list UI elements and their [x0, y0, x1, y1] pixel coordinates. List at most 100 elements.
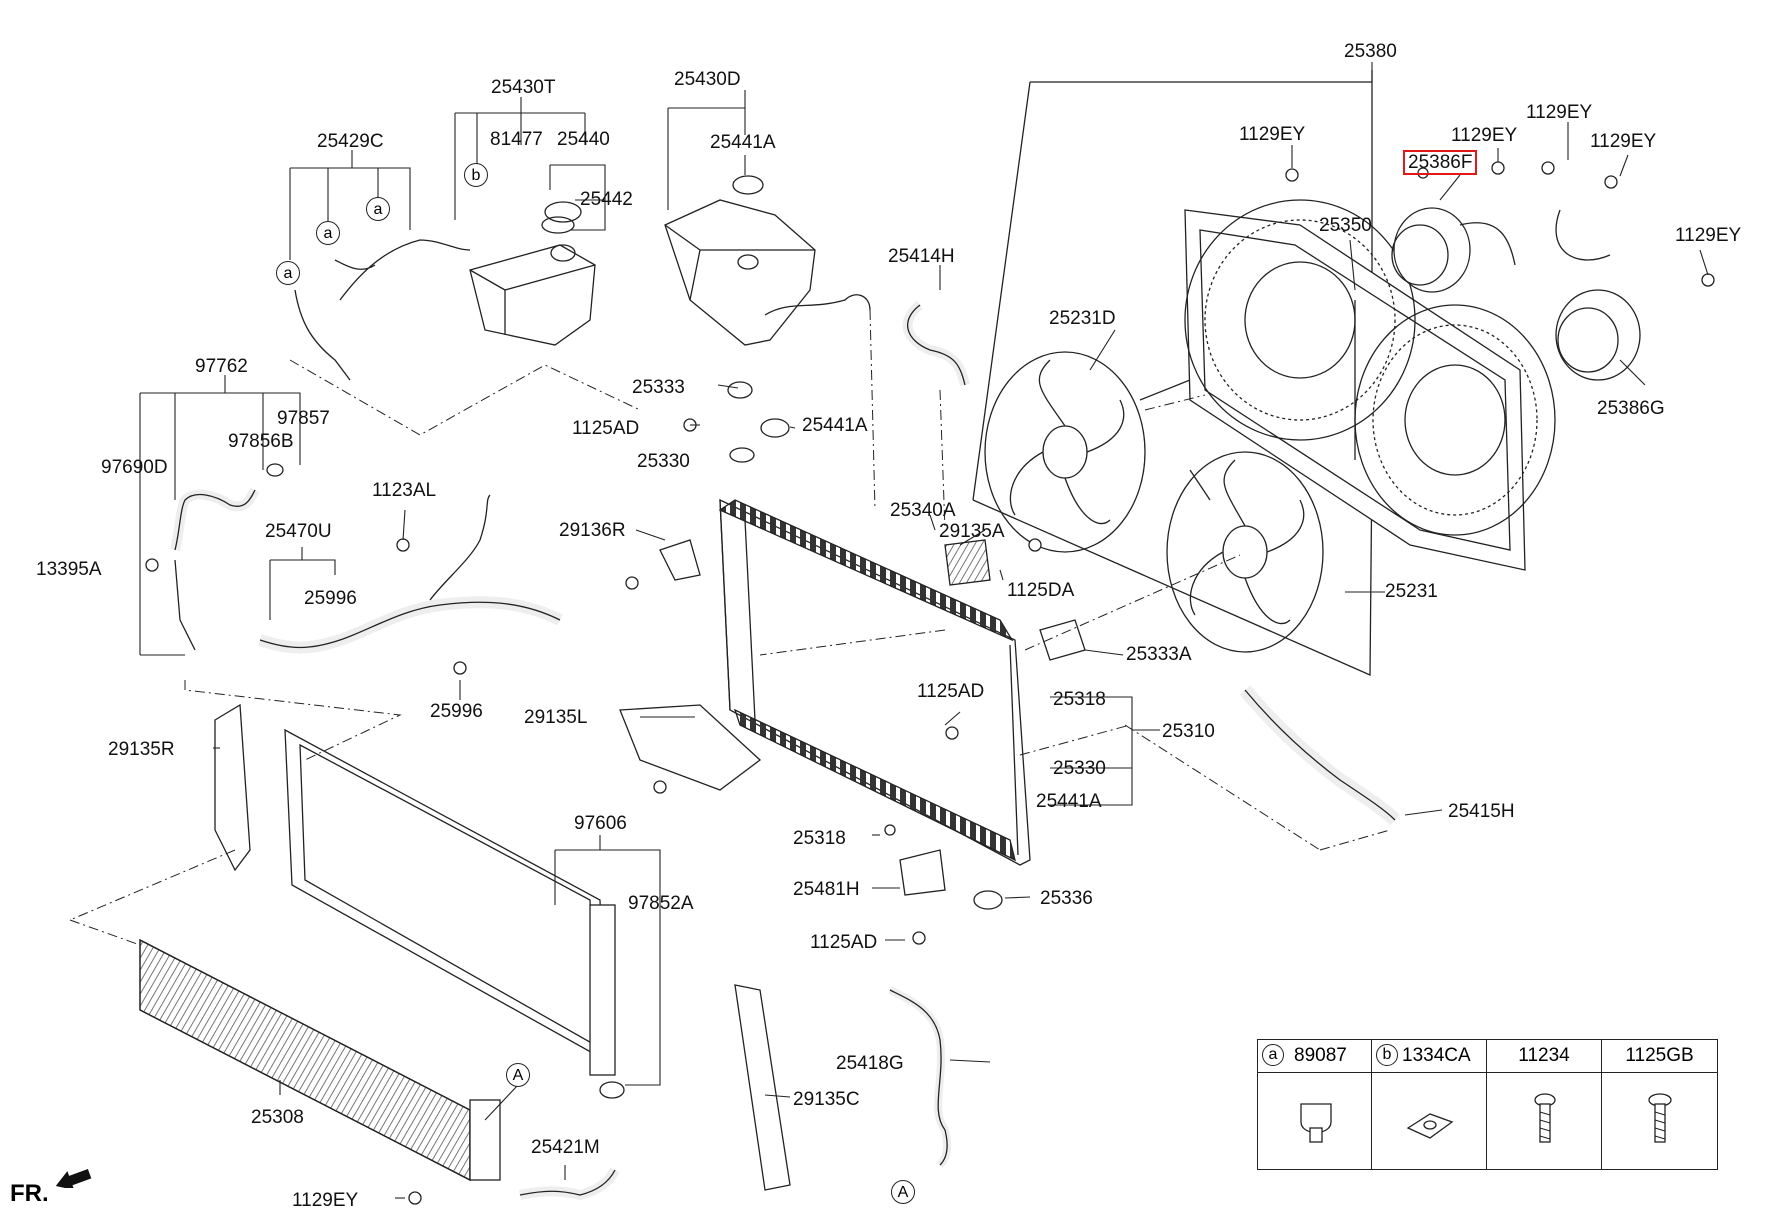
assembly-lines: [69, 309, 1391, 946]
label-25470u: 25470U: [265, 521, 332, 542]
legend-head-1: a 89087: [1258, 1040, 1371, 1073]
label-25318-2: 25318: [793, 828, 846, 849]
label-25336: 25336: [1040, 888, 1093, 909]
legend-key-a: a: [1262, 1044, 1284, 1066]
legend-col-1: a 89087: [1258, 1040, 1372, 1169]
nut-clip-icon: [1406, 1113, 1454, 1139]
label-25996-2: 25996: [430, 701, 483, 722]
label-25442: 25442: [580, 189, 633, 210]
legend-head-2: b 1334CA: [1372, 1040, 1486, 1073]
label-25308: 25308: [251, 1107, 304, 1128]
label-25231d: 25231D: [1049, 308, 1116, 329]
legend-key-b: b: [1376, 1044, 1398, 1066]
label-29135c: 29135C: [793, 1089, 860, 1110]
label-25333a: 25333A: [1126, 644, 1192, 665]
label-25318-1: 25318: [1053, 689, 1106, 710]
label-25421m: 25421M: [531, 1137, 600, 1158]
label-97857: 97857: [277, 408, 330, 429]
label-29135r: 29135R: [108, 739, 175, 760]
label-97690d: 97690D: [101, 457, 168, 478]
fan-blade-25231: [1166, 451, 1324, 653]
hose-25429c: [294, 239, 471, 381]
legend-col-2: b 1334CA: [1372, 1040, 1487, 1169]
label-25415h: 25415H: [1448, 801, 1515, 822]
legend-col-4: 1125GB: [1602, 1040, 1717, 1169]
fan-shroud: [1184, 199, 1556, 571]
hose-25421m: [519, 1167, 620, 1201]
clip-icon: [1300, 1103, 1332, 1143]
flange-bolt-icon: [1648, 1093, 1672, 1143]
fan-motor-25386g: [1555, 209, 1641, 381]
callout-a-2: a: [316, 221, 340, 245]
label-1129ey-3: 1129EY: [1526, 102, 1593, 123]
label-29136r: 29136R: [559, 520, 626, 541]
label-1123al: 1123AL: [372, 480, 437, 501]
label-25430d: 25430D: [674, 69, 741, 90]
label-25414h: 25414H: [888, 246, 955, 267]
fan-motor-25386f: [1391, 207, 1516, 293]
label-1129ey-1: 1129EY: [1239, 124, 1306, 145]
label-1125ad-3: 1125AD: [810, 932, 878, 953]
legend-head-4: 1125GB: [1602, 1040, 1717, 1073]
label-25441a-1: 25441A: [710, 132, 776, 153]
label-25481h: 25481H: [793, 879, 860, 900]
callout-a-3: a: [366, 197, 390, 221]
label-25330-1: 25330: [637, 451, 690, 472]
label-97606: 97606: [574, 813, 627, 834]
label-29135a: 29135A: [939, 521, 1005, 542]
reservoir-tank-25430d: [664, 175, 871, 346]
legend-col-3: 11234: [1487, 1040, 1602, 1169]
label-1129ey-4: 1129EY: [1590, 131, 1657, 152]
reservoir-tank-25430t: [469, 201, 596, 346]
label-25996-1: 25996: [304, 588, 357, 609]
legend-part-1125gb: 1125GB: [1625, 1045, 1694, 1066]
label-25350: 25350: [1319, 215, 1372, 236]
label-1129ey-5: 1129EY: [1675, 225, 1742, 246]
label-25231: 25231: [1385, 581, 1438, 602]
label-25330-2: 25330: [1053, 758, 1106, 779]
label-25441a-3: 25441A: [1036, 791, 1102, 812]
radiator-25310: [718, 498, 1031, 866]
label-1125da: 1125DA: [1007, 580, 1075, 601]
condenser-97606: [284, 728, 625, 1099]
label-97852a: 97852A: [628, 893, 694, 914]
label-97856b: 97856B: [228, 431, 294, 452]
hose-25415h: [1239, 685, 1400, 826]
leader-lines: [139, 62, 1709, 1199]
bolt-icon: [1534, 1093, 1556, 1143]
oil-cooler-25308: [139, 938, 501, 1182]
fan-blade-25231d: [984, 351, 1146, 553]
callout-b: b: [464, 163, 488, 187]
label-25430t: 25430T: [491, 77, 556, 98]
legend-part-89087: 89087: [1294, 1045, 1347, 1066]
label-29135l: 29135L: [524, 707, 588, 728]
label-25441a-2: 25441A: [802, 415, 868, 436]
callout-A-2: A: [891, 1180, 915, 1204]
hose-25470u: [258, 596, 563, 654]
bolts: [145, 161, 1715, 1205]
label-25386g: 25386G: [1597, 398, 1665, 419]
label-25380: 25380: [1344, 41, 1397, 62]
label-25386f: 25386F: [1403, 150, 1478, 175]
label-25429c: 25429C: [317, 131, 384, 152]
label-81477: 81477: [490, 129, 543, 150]
bracket-29135c: [734, 984, 791, 1191]
label-1129ey-2: 1129EY: [1451, 125, 1518, 146]
legend-part-11234: 11234: [1518, 1045, 1570, 1066]
hose-25414h: [902, 301, 970, 387]
bracket-29135l: [619, 704, 762, 791]
legend-part-1334ca: 1334CA: [1402, 1045, 1471, 1066]
bracket-25481h: [899, 849, 946, 896]
label-25440: 25440: [557, 129, 610, 150]
label-25310: 25310: [1162, 721, 1215, 742]
label-25333: 25333: [632, 377, 685, 398]
label-13395a: 13395A: [36, 559, 102, 580]
front-direction-label: FR.: [10, 1180, 49, 1207]
label-1125ad-2: 1125AD: [917, 681, 985, 702]
legend-head-3: 11234: [1487, 1040, 1601, 1073]
callout-a-1: a: [276, 261, 300, 285]
label-1129ey-bottom: 1129EY: [292, 1190, 359, 1211]
bracket-29135r: [214, 703, 251, 872]
hose-25418g: [888, 986, 952, 1168]
